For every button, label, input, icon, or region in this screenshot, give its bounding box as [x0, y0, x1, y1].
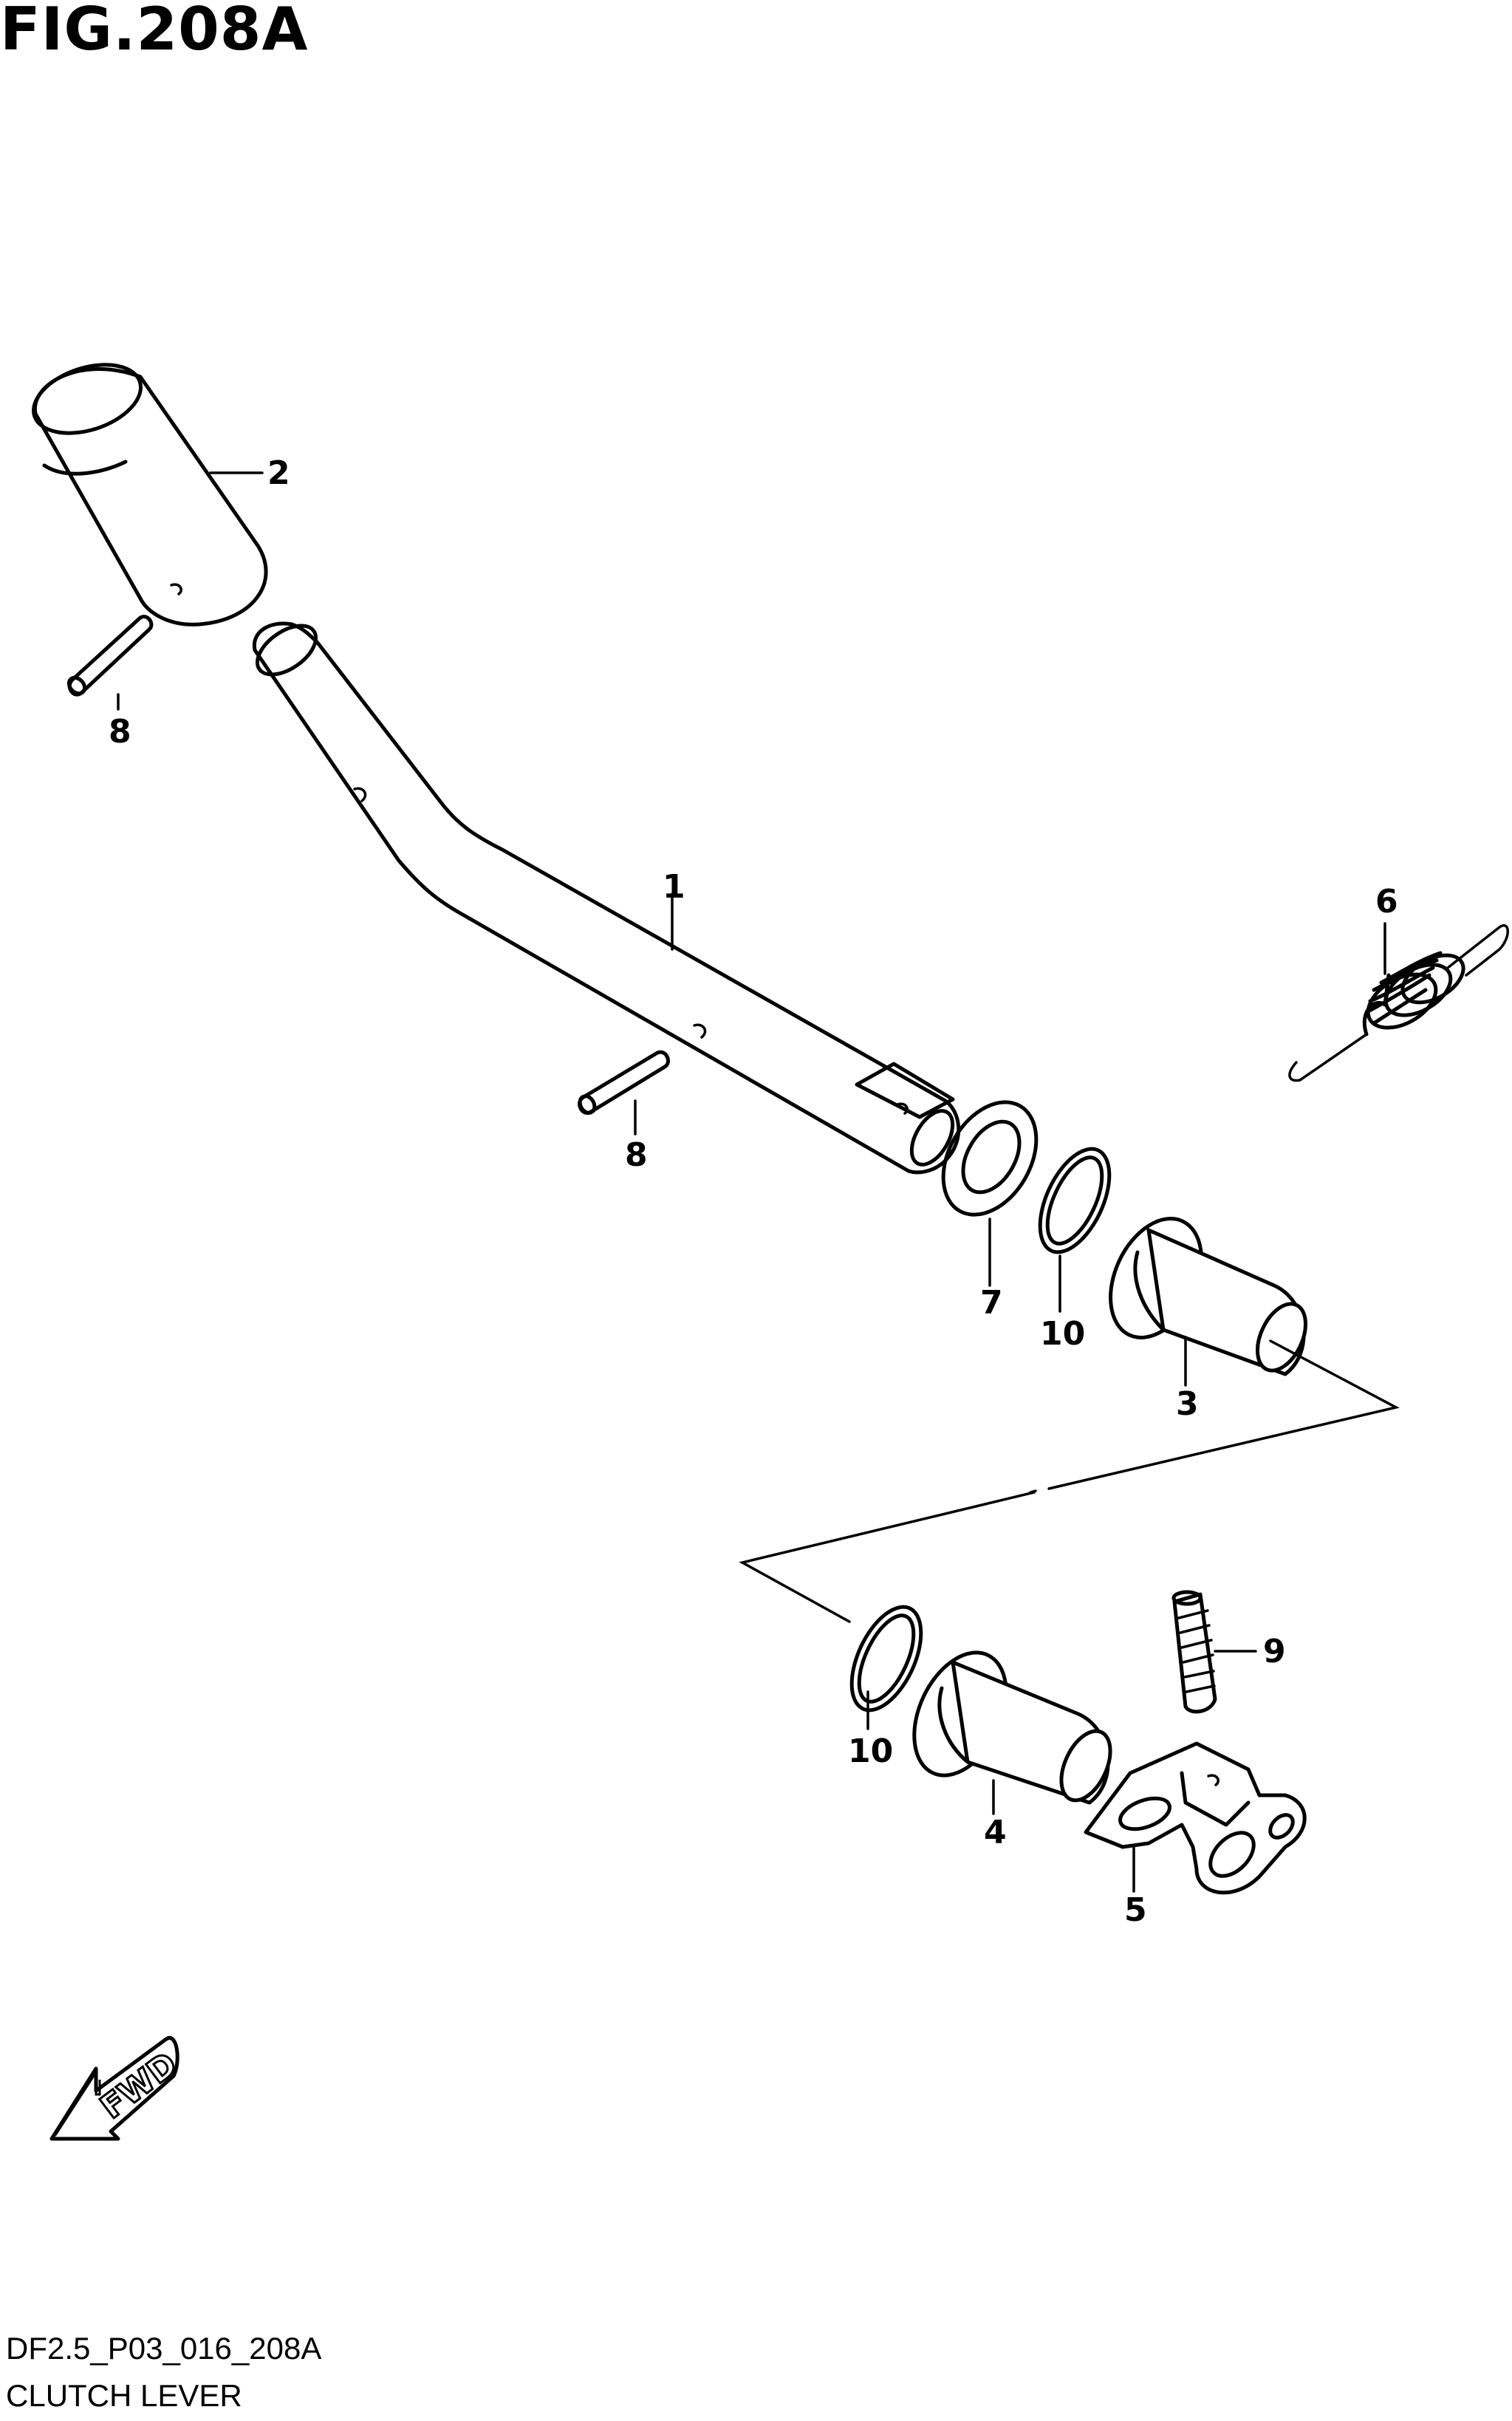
- callout-5: 5: [1124, 1891, 1147, 1929]
- fwd-arrow-icon: FWD: [49, 2035, 185, 2141]
- figure-title: FIG.208A: [0, 0, 309, 64]
- callout-8-upper: 8: [109, 713, 131, 751]
- callout-1: 1: [663, 868, 685, 906]
- callout-9: 9: [1263, 1633, 1286, 1670]
- callout-10-upper: 10: [1040, 1315, 1085, 1353]
- clutch-lever-rod-part-1: [252, 621, 961, 1175]
- callout-4: 4: [984, 1814, 1007, 1851]
- pin-part-8-upper: [66, 615, 154, 697]
- drawing-code: DF2.5_P03_016_208A: [6, 2331, 322, 2366]
- callout-10-lower: 10: [848, 1732, 893, 1770]
- axis-break-line: [739, 1339, 1400, 1623]
- spring-pin-part-9: [1171, 1590, 1217, 1714]
- bushing-part-3: [1109, 1217, 1307, 1376]
- callout-6: 6: [1375, 883, 1398, 921]
- return-spring-part-6: [1288, 924, 1509, 1082]
- leader-lines: [117, 471, 1386, 1893]
- pin-part-8-lower: [578, 1050, 670, 1115]
- bushing-part-4: [912, 1650, 1112, 1805]
- figure-caption: CLUTCH LEVER: [6, 2378, 242, 2413]
- callout-7: 7: [980, 1284, 1003, 1322]
- callout-2: 2: [267, 454, 290, 492]
- callout-3: 3: [1176, 1385, 1199, 1423]
- callout-8-lower: 8: [625, 1136, 648, 1174]
- o-ring-part-10-upper: [1038, 1147, 1112, 1254]
- washer-part-7: [941, 1100, 1039, 1217]
- bracket-part-5: [1084, 1741, 1307, 1895]
- lever-grip-part-2: [31, 363, 268, 626]
